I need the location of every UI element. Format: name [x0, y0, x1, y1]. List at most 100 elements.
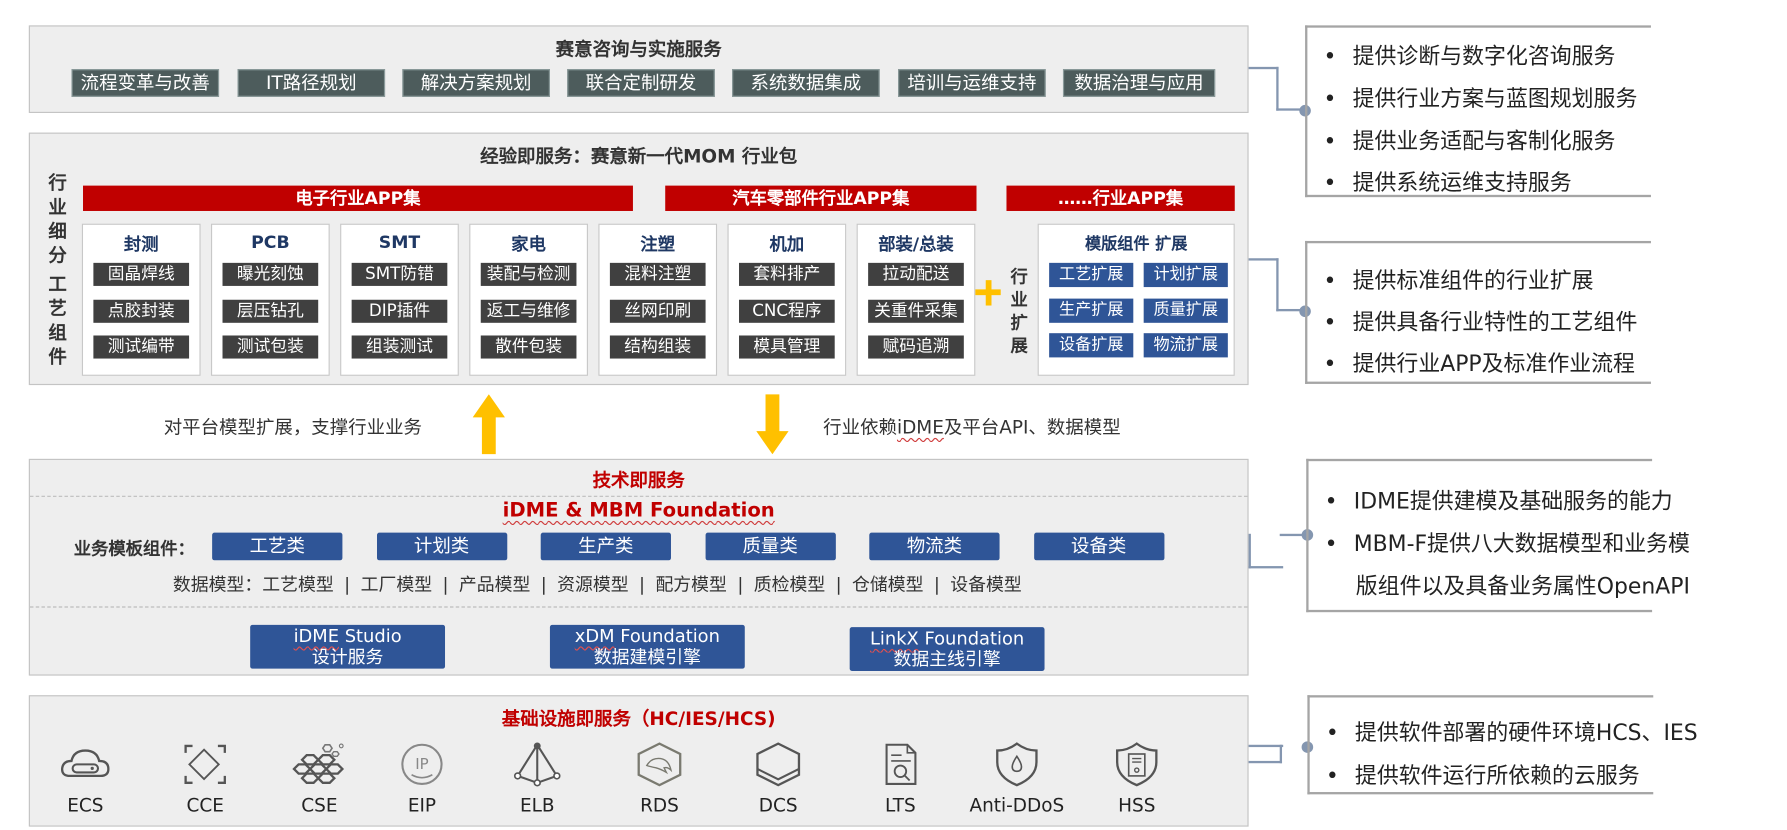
- label-char: 工: [48, 273, 67, 296]
- engine-name-text: LinkX Foundation: [870, 628, 1024, 649]
- category-chip: 物流类: [869, 532, 1000, 561]
- label-char: 展: [1010, 335, 1028, 357]
- process-chip: 装配与检测: [480, 262, 577, 286]
- extension-chip: 生产扩展: [1049, 298, 1134, 323]
- model-separator: |: [835, 574, 842, 595]
- data-model: 仓储模型: [852, 574, 924, 595]
- engine-desc: 设计服务: [311, 646, 384, 668]
- process-card-title: 封测: [123, 234, 159, 255]
- engine-xdm-foundation: xDM Foundation 数据建模引擎: [549, 624, 745, 669]
- infra-service-label: RDS: [640, 794, 679, 817]
- process-chip: 混料注塑: [609, 262, 706, 286]
- callout-item: 提供诊断与数字化咨询服务: [1324, 39, 1616, 70]
- label-char: 分: [48, 244, 67, 267]
- experience-title: 经验即服务：赛意新一代MOM 行业包: [480, 145, 798, 168]
- data-model: 工艺模型: [262, 574, 334, 595]
- plus-icon: [975, 280, 1001, 306]
- consulting-item: 培训与运维支持: [898, 69, 1046, 97]
- extension-chip: 物流扩展: [1143, 333, 1228, 358]
- app-set-auto-parts: 汽车零部件行业APP集: [665, 185, 977, 211]
- industry-segment-label: 行 业 细 分 工 艺 组 件: [46, 171, 69, 369]
- process-chip: 丝网印刷: [609, 299, 706, 323]
- connector-line: [1248, 66, 1279, 111]
- label-part: iDME: [896, 416, 944, 439]
- svg-text:IP: IP: [415, 755, 428, 773]
- process-chip: 测试包装: [222, 335, 319, 359]
- process-chip: 点胶封装: [93, 299, 190, 323]
- data-model: 产品模型: [458, 574, 531, 595]
- infra-service-label: HSS: [1118, 794, 1156, 817]
- model-separator: |: [344, 574, 351, 595]
- process-chip: 结构组装: [609, 335, 706, 359]
- engine-name-rest: Foundation: [918, 628, 1025, 650]
- foundation-title-text: iDME & MBM Foundation: [502, 499, 775, 523]
- shield-drop-icon: [988, 741, 1046, 787]
- process-chip: DIP插件: [351, 299, 448, 323]
- label-char: 业: [1010, 289, 1028, 311]
- infra-service-label: CSE: [301, 794, 338, 817]
- process-card: 家电装配与检测返工与维修散件包装: [469, 223, 588, 376]
- process-chip: 散件包装: [480, 335, 577, 359]
- infra-service-label: ECS: [67, 794, 104, 817]
- engine-linkx-foundation: LinkX Foundation 数据主线引擎: [849, 627, 1045, 671]
- callout-item: 版组件以及具备业务属性OpenAPI: [1355, 574, 1690, 600]
- process-chip: SMT防错: [351, 262, 448, 286]
- process-card: 封测固晶焊线点胶封装测试编带: [81, 223, 201, 376]
- label-char: 业: [48, 195, 67, 218]
- connector-line: [1279, 744, 1283, 764]
- process-chip: 拉动配送: [868, 262, 964, 286]
- consulting-item: 联合定制研发: [567, 69, 715, 97]
- ip-icon: IP: [393, 741, 451, 787]
- label-char: 件: [48, 345, 67, 368]
- app-set-other: ……行业APP集: [1006, 185, 1235, 211]
- process-card-title: 部装/总装: [878, 234, 954, 255]
- category-chip: 设备类: [1033, 532, 1164, 561]
- models-prefix: 数据模型：: [172, 574, 263, 595]
- engine-name-brand: iDME: [293, 626, 340, 647]
- container-engine-icon: [176, 741, 234, 787]
- engine-name: LinkX Foundation: [850, 628, 1045, 649]
- engine-name: xDM Foundation: [550, 626, 745, 647]
- category-chip: 生产类: [540, 532, 671, 561]
- extension-chip: 计划扩展: [1143, 262, 1228, 288]
- tech-panel: 技术即服务 iDME & MBM Foundation 业务模板组件： 工艺类计…: [28, 458, 1249, 676]
- infra-service-label: Anti-DDoS: [969, 794, 1065, 817]
- biz-template-label: 业务模板组件：: [73, 538, 195, 560]
- callout-experience: 提供标准组件的行业扩展提供具备行业特性的工艺组件提供行业APP及标准作业流程: [1305, 240, 1651, 384]
- callout-infra: 提供软件部署的硬件环境HCS、IES提供软件运行所依赖的云服务: [1307, 695, 1698, 795]
- connector-line: [1248, 533, 1284, 569]
- callout-item: 提供具备行业特性的工艺组件: [1324, 306, 1638, 337]
- infra-service-label: EIP: [407, 794, 437, 817]
- process-card: 注塑混料注塑丝网印刷结构组装: [598, 223, 718, 376]
- label-char: 扩: [1010, 312, 1028, 334]
- connector-line: [1248, 744, 1284, 763]
- template-extension-card: 模版组件 扩展 工艺扩展 计划扩展 生产扩展 质量扩展 设备扩展 物流扩展: [1037, 223, 1235, 376]
- foundation-title: iDME & MBM Foundation: [30, 499, 1247, 522]
- process-card-title: 家电: [511, 234, 546, 255]
- category-chip: 计划类: [376, 532, 507, 561]
- label-char: 行: [1010, 266, 1028, 288]
- divider: [29, 495, 1248, 497]
- infra-service-label: CCE: [186, 794, 224, 817]
- engine-name: iDME Studio: [250, 626, 445, 647]
- log-search-icon: [872, 741, 930, 787]
- callout-item: MBM-F提供八大数据模型和业务模: [1325, 527, 1690, 558]
- callout-tech: IDME提供建模及基础服务的能力MBM-F提供八大数据模型和业务模版组件以及具备…: [1306, 458, 1690, 613]
- process-chip: 赋码追溯: [868, 335, 964, 359]
- process-chip: 返工与维修: [480, 299, 577, 323]
- engine-desc: 数据主线引擎: [893, 649, 1001, 670]
- label-char: 艺: [48, 297, 67, 320]
- connector-line: [1248, 760, 1283, 764]
- model-separator: |: [933, 574, 940, 595]
- model-separator: |: [442, 574, 449, 595]
- label-part: 及平台API、数据模型: [943, 416, 1121, 439]
- label-char: 组: [48, 321, 67, 344]
- shield-server-icon: [1108, 741, 1166, 787]
- callout-item: 提供软件运行所依赖的云服务: [1326, 759, 1640, 790]
- process-card-title: 注塑: [640, 234, 676, 255]
- process-chip: 曝光刻蚀: [222, 262, 319, 286]
- infra-service-label: ELB: [519, 794, 555, 817]
- data-model: 资源模型: [557, 574, 629, 595]
